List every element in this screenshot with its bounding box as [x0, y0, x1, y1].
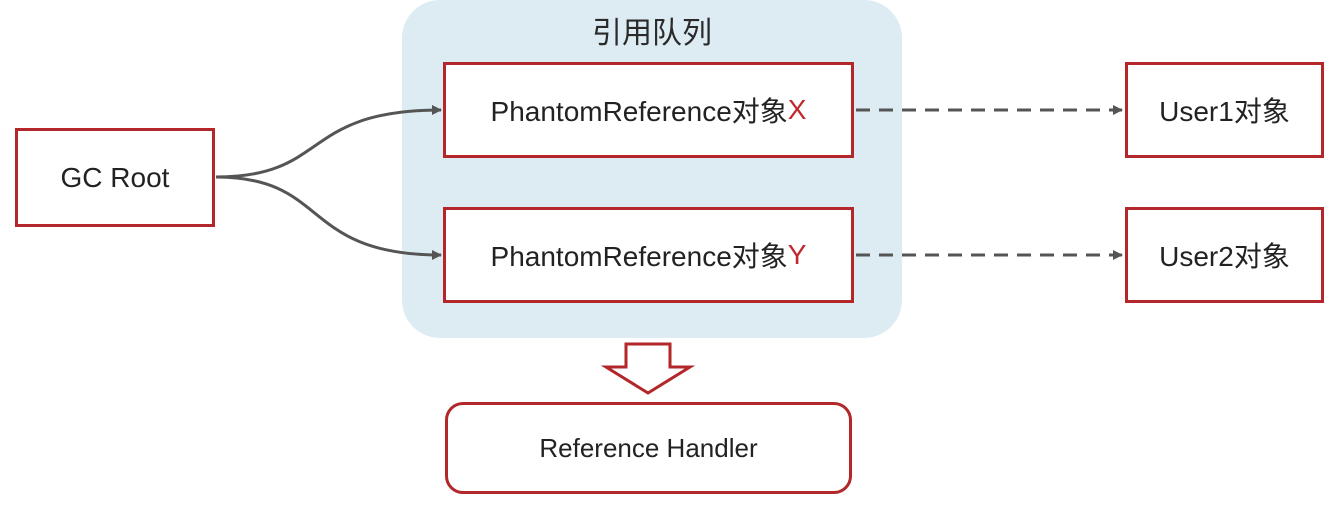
phantom-reference-y-label: PhantomReference对象	[490, 241, 788, 272]
reference-handler-node: Reference Handler	[445, 402, 852, 494]
reference-queue-title: 引用队列	[592, 17, 712, 50]
user2-node: User2对象	[1125, 207, 1324, 303]
gc-root-node: GC Root	[15, 128, 215, 227]
user2-label: User2对象	[1159, 241, 1290, 272]
user1-node: User1对象	[1125, 62, 1324, 158]
phantom-reference-x-letter: X	[787, 94, 807, 125]
phantom-reference-y-letter: Y	[787, 239, 807, 270]
phantom-reference-x-label: PhantomReference对象	[490, 96, 788, 127]
reference-handler-label: Reference Handler	[539, 432, 758, 463]
hollow-down-arrow	[600, 342, 696, 395]
user1-label: User1对象	[1159, 96, 1290, 127]
gc-root-label: GC Root	[60, 161, 170, 193]
